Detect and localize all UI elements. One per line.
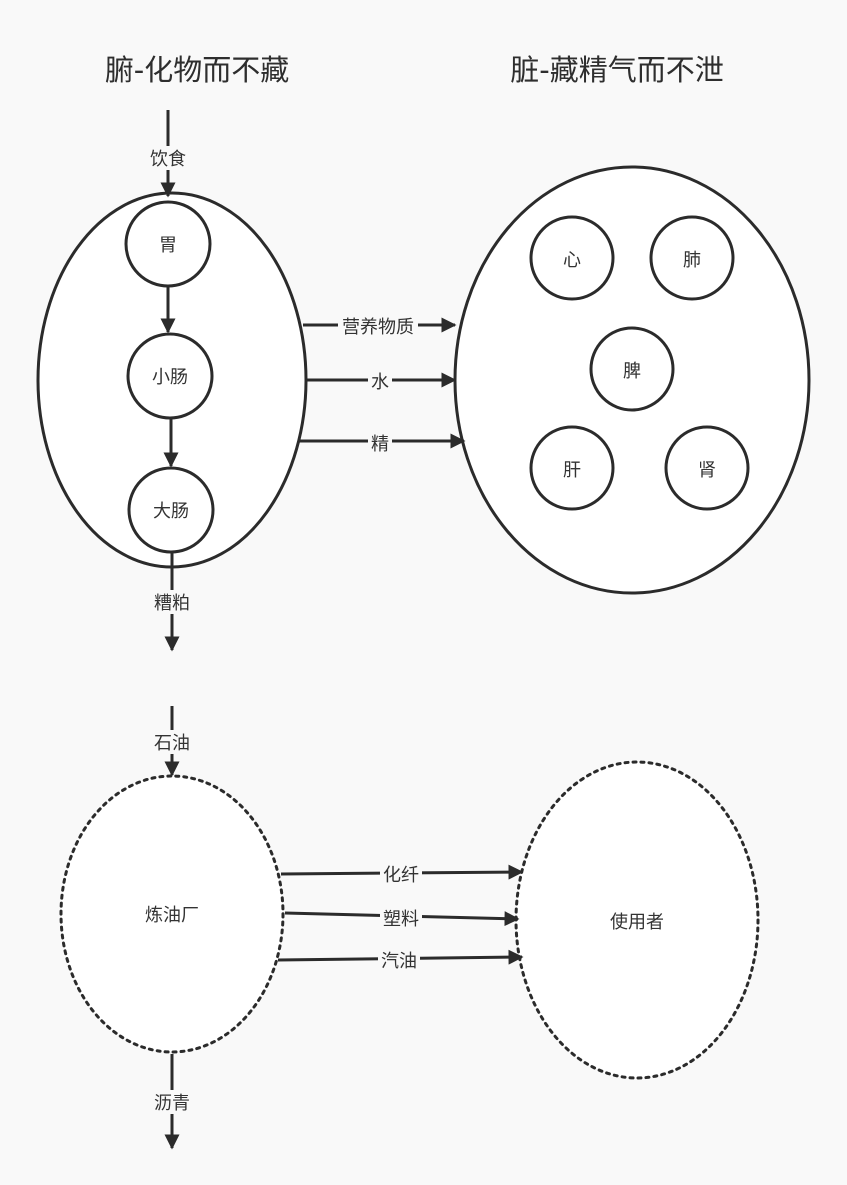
organ-spleen — [589, 326, 675, 412]
transfer-label-plastic: 塑料 — [383, 909, 419, 930]
organ-spleen-label: 脾 — [623, 361, 641, 382]
oil-input-label: 石油 — [154, 733, 190, 754]
refinery-node — [59, 774, 285, 1054]
zang-title: 脏-藏精气而不泄 — [510, 53, 723, 87]
organ-lung — [649, 215, 735, 301]
organ-liver-label: 肝 — [563, 460, 581, 481]
organ-small-intestine-label: 小肠 — [152, 367, 188, 388]
transfer-label-fiber: 化纤 — [383, 865, 419, 886]
user-label: 使用者 — [610, 912, 664, 933]
organ-heart — [529, 215, 615, 301]
organ-small-intestine — [126, 332, 214, 420]
transfer-label-water: 水 — [371, 372, 389, 393]
output-label: 糟粕 — [154, 593, 190, 614]
organ-stomach — [124, 200, 212, 288]
transfer-label-essence: 精 — [371, 434, 389, 455]
organ-kidney — [664, 425, 750, 511]
fu-title: 腑-化物而不藏 — [105, 53, 289, 87]
transfer-label-nutrients: 营养物质 — [342, 317, 414, 338]
organ-large-intestine-label: 大肠 — [153, 501, 189, 522]
organ-liver — [529, 425, 615, 511]
refinery-label: 炼油厂 — [145, 905, 199, 926]
organ-kidney-label: 肾 — [698, 460, 716, 481]
organ-stomach-label: 胃 — [159, 235, 177, 256]
organ-lung-label: 肺 — [683, 250, 701, 271]
transfer-label-gasoline: 汽油 — [381, 951, 417, 972]
organ-heart-label: 心 — [563, 250, 581, 271]
asphalt-output-label: 沥青 — [154, 1093, 190, 1114]
input-label: 饮食 — [150, 149, 186, 170]
